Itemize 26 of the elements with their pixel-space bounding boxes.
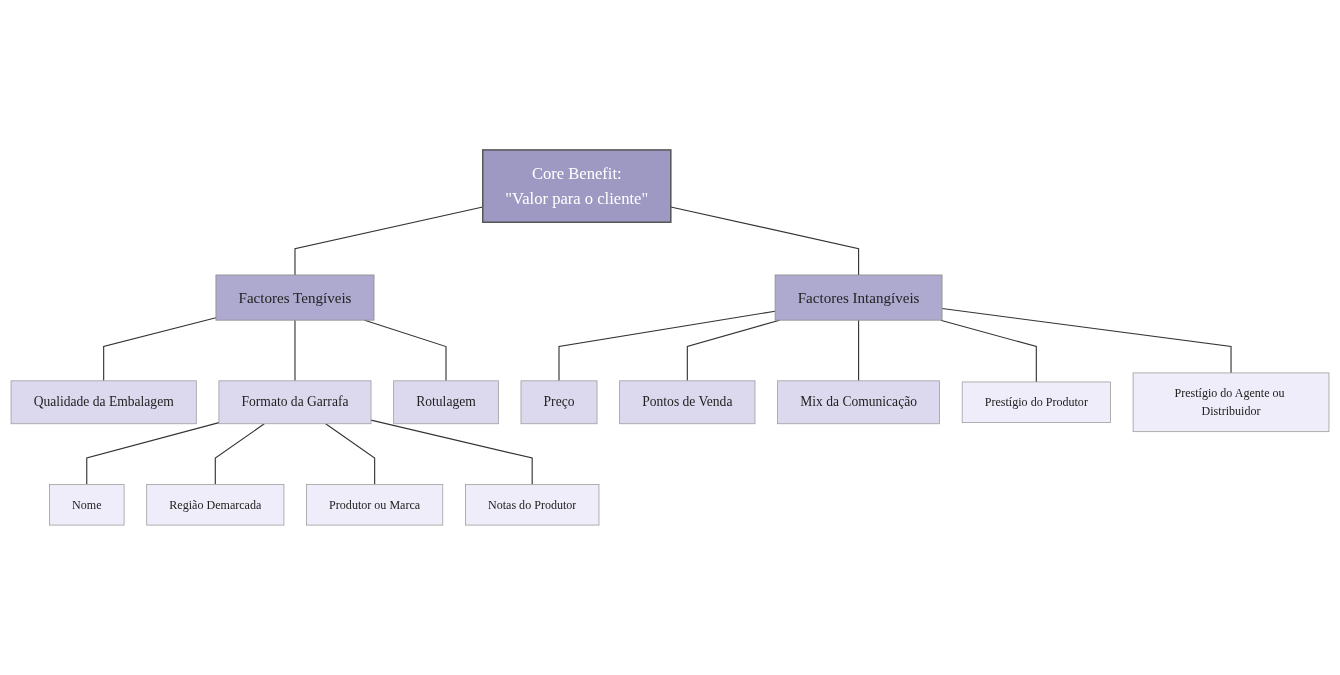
node-box: Formato da Garrafa (218, 380, 372, 425)
connector (294, 319, 296, 382)
node-box: Prestígio do Produtor (961, 381, 1111, 423)
connector (86, 422, 220, 485)
connector (370, 419, 533, 485)
node-box: Prestígio do Agente ou Distribuidor (1132, 372, 1330, 433)
node-box: Região Demarcada (146, 484, 285, 526)
node-box: Pontos de Venda (619, 380, 756, 425)
node-box: Produtor ou Marca (306, 484, 444, 526)
node-box: Mix da Comunicação (777, 380, 940, 425)
node-box: Qualidade da Embalagem (10, 380, 197, 425)
connector (858, 319, 860, 382)
node-box: Rotulagem (393, 380, 499, 425)
connector (558, 310, 776, 382)
connector (103, 317, 217, 382)
node-box: Factores Tengíveis (215, 274, 375, 321)
connector (940, 319, 1037, 383)
node-box: Nome (49, 484, 125, 526)
connector (670, 206, 860, 276)
node-box: Core Benefit: "Valor para o cliente" (482, 149, 672, 223)
connector (325, 423, 376, 485)
connector (941, 308, 1232, 374)
connector (214, 423, 265, 485)
node-box: Notas do Produtor (465, 484, 600, 526)
node-box: Preço (520, 380, 598, 425)
node-box: Factores Intangíveis (774, 274, 943, 321)
